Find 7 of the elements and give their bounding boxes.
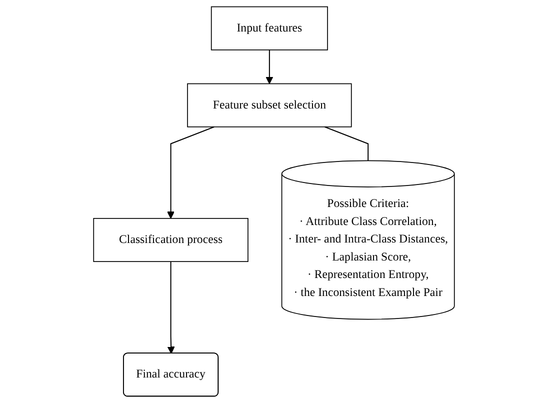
node-box: Feature subset selection: [187, 83, 352, 128]
node-box: Input features: [210, 6, 328, 50]
arrow: [266, 50, 274, 84]
connector: [324, 126, 369, 161]
node-box: Classification process: [93, 218, 248, 262]
arrow: [167, 262, 175, 354]
arrow: [167, 126, 214, 219]
